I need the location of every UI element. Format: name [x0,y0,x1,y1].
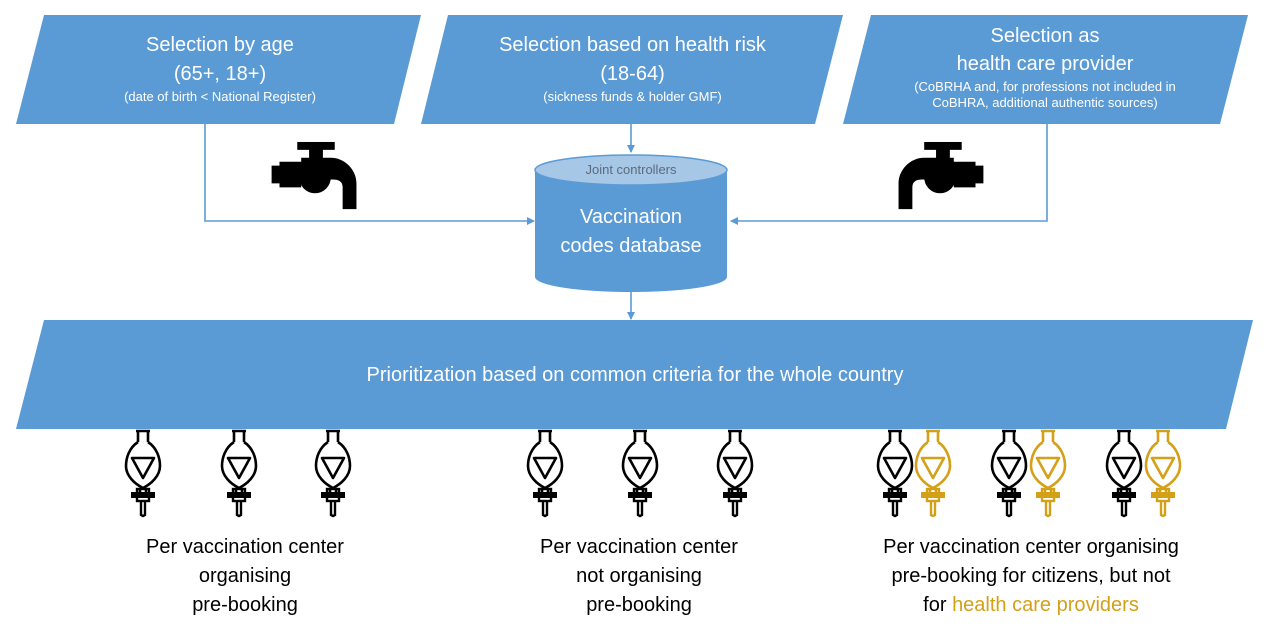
group-caption-1-line-3: pre-booking [192,594,298,616]
source-provider-title-2: health care provider [956,53,1134,75]
source-health-note: (sickness funds & holder GMF) [543,89,722,104]
database-label-2: codes database [560,235,702,257]
source-age-title: Selection by age [146,34,294,56]
source-provider-note-1: (CoBRHA and, for professions not include… [914,79,1176,94]
source-age-text: Selection by age (65+, 18+) (date of bir… [60,33,380,105]
group-caption-2-line-1: Per vaccination center [540,536,738,558]
funnel-icon [124,429,162,518]
group-caption-2-line-3: pre-booking [586,594,692,616]
funnel-icon [314,429,352,518]
source-box-age [16,15,421,124]
group-caption-2-line-2: not organising [576,565,702,587]
funnel-icon-gold [1029,429,1067,518]
funnel-icon [526,429,564,518]
group-caption-3-line-1: Per vaccination center organising [883,536,1179,558]
faucet-icon-right [898,141,984,210]
funnel-icon [876,429,914,518]
funnel-icon [1105,429,1143,518]
database-cylinder [534,154,728,292]
group-caption-3-highlight: health care providers [952,594,1139,616]
faucet-icon-left [271,141,357,210]
group-caption-3-prefix: for [923,594,953,616]
funnel-icon [716,429,754,518]
source-age-subtitle: (65+, 18+) [173,63,267,85]
source-box-provider [843,15,1248,124]
database-label: Vaccination codes database [535,205,727,259]
funnel-icon [621,429,659,518]
funnel-icon-gold [914,429,952,518]
funnel-icon [990,429,1028,518]
source-health-subtitle: (18-64) [600,63,665,85]
group-caption-3: Per vaccination center organising pre-bo… [861,533,1201,620]
source-health-title: Selection based on health risk [499,34,766,56]
source-provider-title-1: Selection as [990,25,1100,47]
prioritization-label: Prioritization based on common criteria … [366,364,904,386]
funnel-icon-gold [1144,429,1182,518]
group-caption-3-line-3: for health care providers [861,591,1201,620]
database-label-1: Vaccination [580,206,682,228]
source-health-text: Selection based on health risk (18-64) (… [450,33,815,105]
group-caption-3-line-2: pre-booking for citizens, but not [891,565,1171,587]
source-box-health [421,15,843,124]
group-caption-1-line-1: Per vaccination center [146,536,344,558]
connector-provider [730,124,1048,225]
funnel-icon [220,429,258,518]
connector-age [204,124,535,225]
database-top-label: Joint controllers [585,162,677,177]
group-caption-1-line-2: organising [198,565,292,587]
source-provider-note-2: CoBHRA, additional authentic sources) [932,95,1158,111]
group-caption-1: Per vaccination center organising pre-bo… [95,533,395,620]
source-age-note: (date of birth < National Register) [124,89,316,104]
prioritization-bar [16,320,1253,429]
source-provider-text: Selection as health care provider (CoBRH… [870,24,1220,112]
group-caption-2: Per vaccination center not organising pr… [489,533,789,620]
